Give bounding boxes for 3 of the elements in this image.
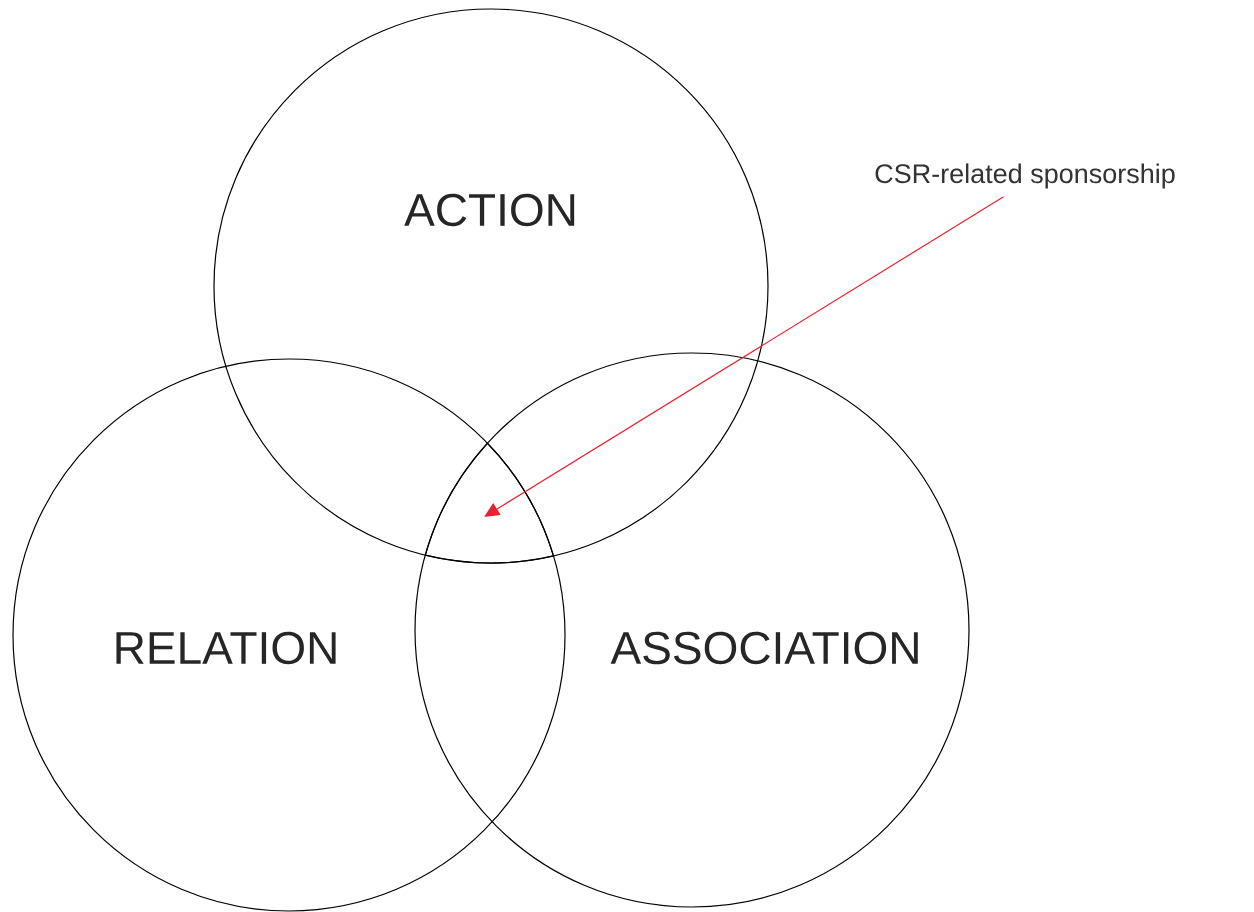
callout-text: CSR-related sponsorship bbox=[875, 163, 1175, 189]
overlap-region bbox=[424, 442, 554, 564]
leader-line bbox=[484, 196, 1005, 517]
